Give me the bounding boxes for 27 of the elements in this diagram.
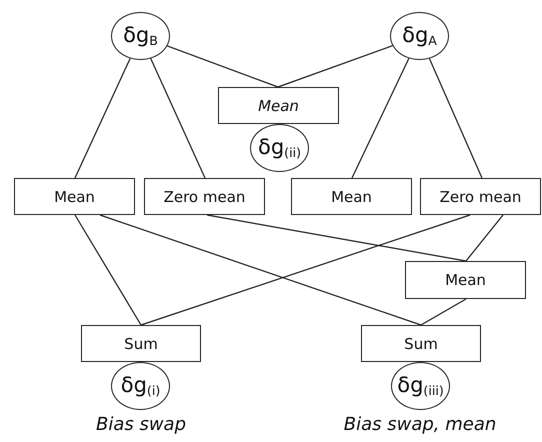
variable-ellipse: δg$_{B}$ bbox=[111, 12, 170, 60]
operation-box: Mean bbox=[14, 178, 135, 215]
operation-box: Sum bbox=[81, 325, 201, 362]
operation-box: Mean bbox=[405, 261, 526, 299]
variable-ellipse: δg$_{(ii)}$ bbox=[250, 124, 309, 172]
connector-line bbox=[167, 45, 278, 88]
connector-line bbox=[351, 58, 410, 178]
connector-line bbox=[420, 298, 466, 326]
connector-line bbox=[150, 58, 206, 178]
variable-ellipse: δg$_{(i)}$ bbox=[111, 362, 170, 410]
connector-line bbox=[74, 58, 131, 178]
operation-box: Sum bbox=[361, 325, 481, 362]
caption-label: Bias swap bbox=[96, 414, 186, 435]
operation-box: Zero mean bbox=[420, 178, 541, 215]
connector-line bbox=[278, 45, 393, 88]
connector-line bbox=[100, 214, 422, 326]
connector-line bbox=[206, 214, 466, 262]
connector-line bbox=[466, 214, 504, 262]
caption-label: Bias swap, mean bbox=[344, 414, 496, 435]
operation-box: Mean bbox=[218, 87, 339, 124]
operation-box: Mean bbox=[291, 178, 412, 215]
connector-line bbox=[428, 58, 483, 178]
variable-ellipse: δg$_{(iii)}$ bbox=[391, 362, 450, 410]
connector-line bbox=[74, 214, 142, 326]
connector-line bbox=[140, 214, 470, 326]
operation-box: Zero mean bbox=[144, 178, 265, 215]
variable-ellipse: δg$_{A}$ bbox=[390, 12, 449, 60]
